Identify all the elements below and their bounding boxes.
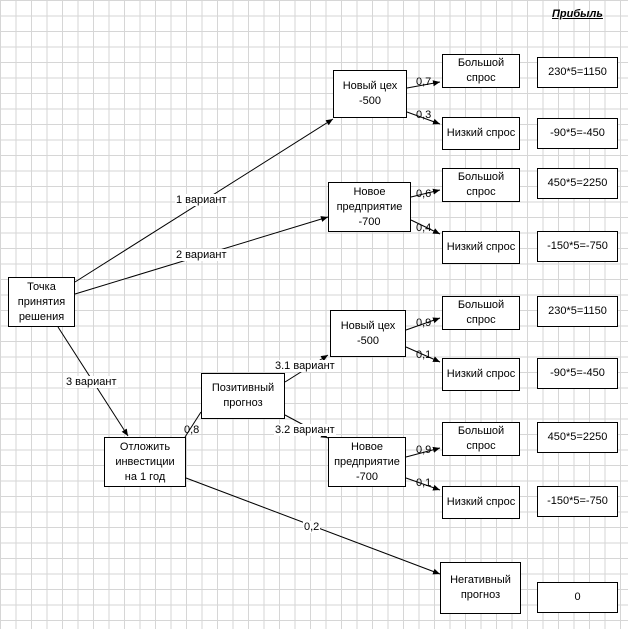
profit-header: Прибыль [552, 8, 603, 20]
high-demand-node: Большой спрос [442, 54, 520, 88]
low-demand-node: Низкий спрос [442, 117, 520, 150]
new-enterprise-node: Новое предприятие -700 [328, 182, 411, 232]
profit-cell: -90*5=-450 [537, 358, 618, 389]
edge-label-variant3: 3 вариант [65, 376, 118, 388]
decision-point-node: Точка принятия решения [8, 277, 75, 327]
low-demand-node: Низкий спрос [442, 358, 520, 391]
profit-cell: 230*5=1150 [537, 296, 618, 327]
probability-label: 0,8 [184, 424, 200, 436]
profit-cell: 450*5=2250 [537, 422, 618, 453]
postpone-investment-node: Отложить инвестиции на 1 год [104, 437, 186, 487]
probability-label: 0,1 [416, 477, 432, 489]
negative-forecast-node: Негативный прогноз [440, 562, 521, 614]
profit-cell: 450*5=2250 [537, 168, 618, 199]
probability-label: 0,6 [416, 188, 432, 200]
profit-cell: -90*5=-450 [537, 118, 618, 149]
edge-label-variant1: 1 вариант [175, 194, 228, 206]
high-demand-node: Большой спрос [442, 422, 520, 456]
edge-label-variant32: 3.2 вариант [274, 424, 336, 436]
profit-cell: -150*5=-750 [537, 486, 618, 517]
probability-label: 0,2 [303, 521, 321, 533]
probability-label: 0,9 [416, 317, 432, 329]
new-enterprise-node-2: Новое предприятие -700 [328, 437, 406, 487]
low-demand-node: Низкий спрос [442, 486, 520, 519]
edge-e [405, 317, 441, 331]
edge-label-variant2: 2 вариант [175, 249, 228, 261]
low-demand-node: Низкий спрос [442, 231, 520, 264]
probability-label: 0,1 [416, 349, 432, 361]
edge-h [405, 477, 441, 491]
profit-cell: 0 [537, 582, 618, 613]
probability-label: 0,7 [416, 76, 432, 88]
edge-label-variant31: 3.1 вариант [274, 360, 336, 372]
edge-c [410, 188, 441, 198]
high-demand-node: Большой спрос [442, 168, 520, 202]
new-workshop-node-2: Новый цех -500 [330, 310, 406, 357]
high-demand-node: Большой спрос [442, 296, 520, 330]
edge-positive [184, 411, 202, 438]
edge-a [406, 80, 441, 89]
edge-b [406, 111, 441, 125]
profit-cell: -150*5=-750 [537, 231, 618, 262]
new-workshop-node: Новый цех -500 [333, 70, 407, 118]
probability-label: 0,9 [416, 444, 432, 456]
positive-forecast-node: Позитивный прогноз [201, 373, 285, 419]
edge-g [405, 446, 441, 458]
probability-label: 0,4 [416, 222, 432, 234]
probability-label: 0,3 [416, 109, 432, 121]
edge-d [410, 219, 441, 235]
edge-f [405, 346, 441, 363]
profit-cell: 230*5=1150 [537, 57, 618, 88]
